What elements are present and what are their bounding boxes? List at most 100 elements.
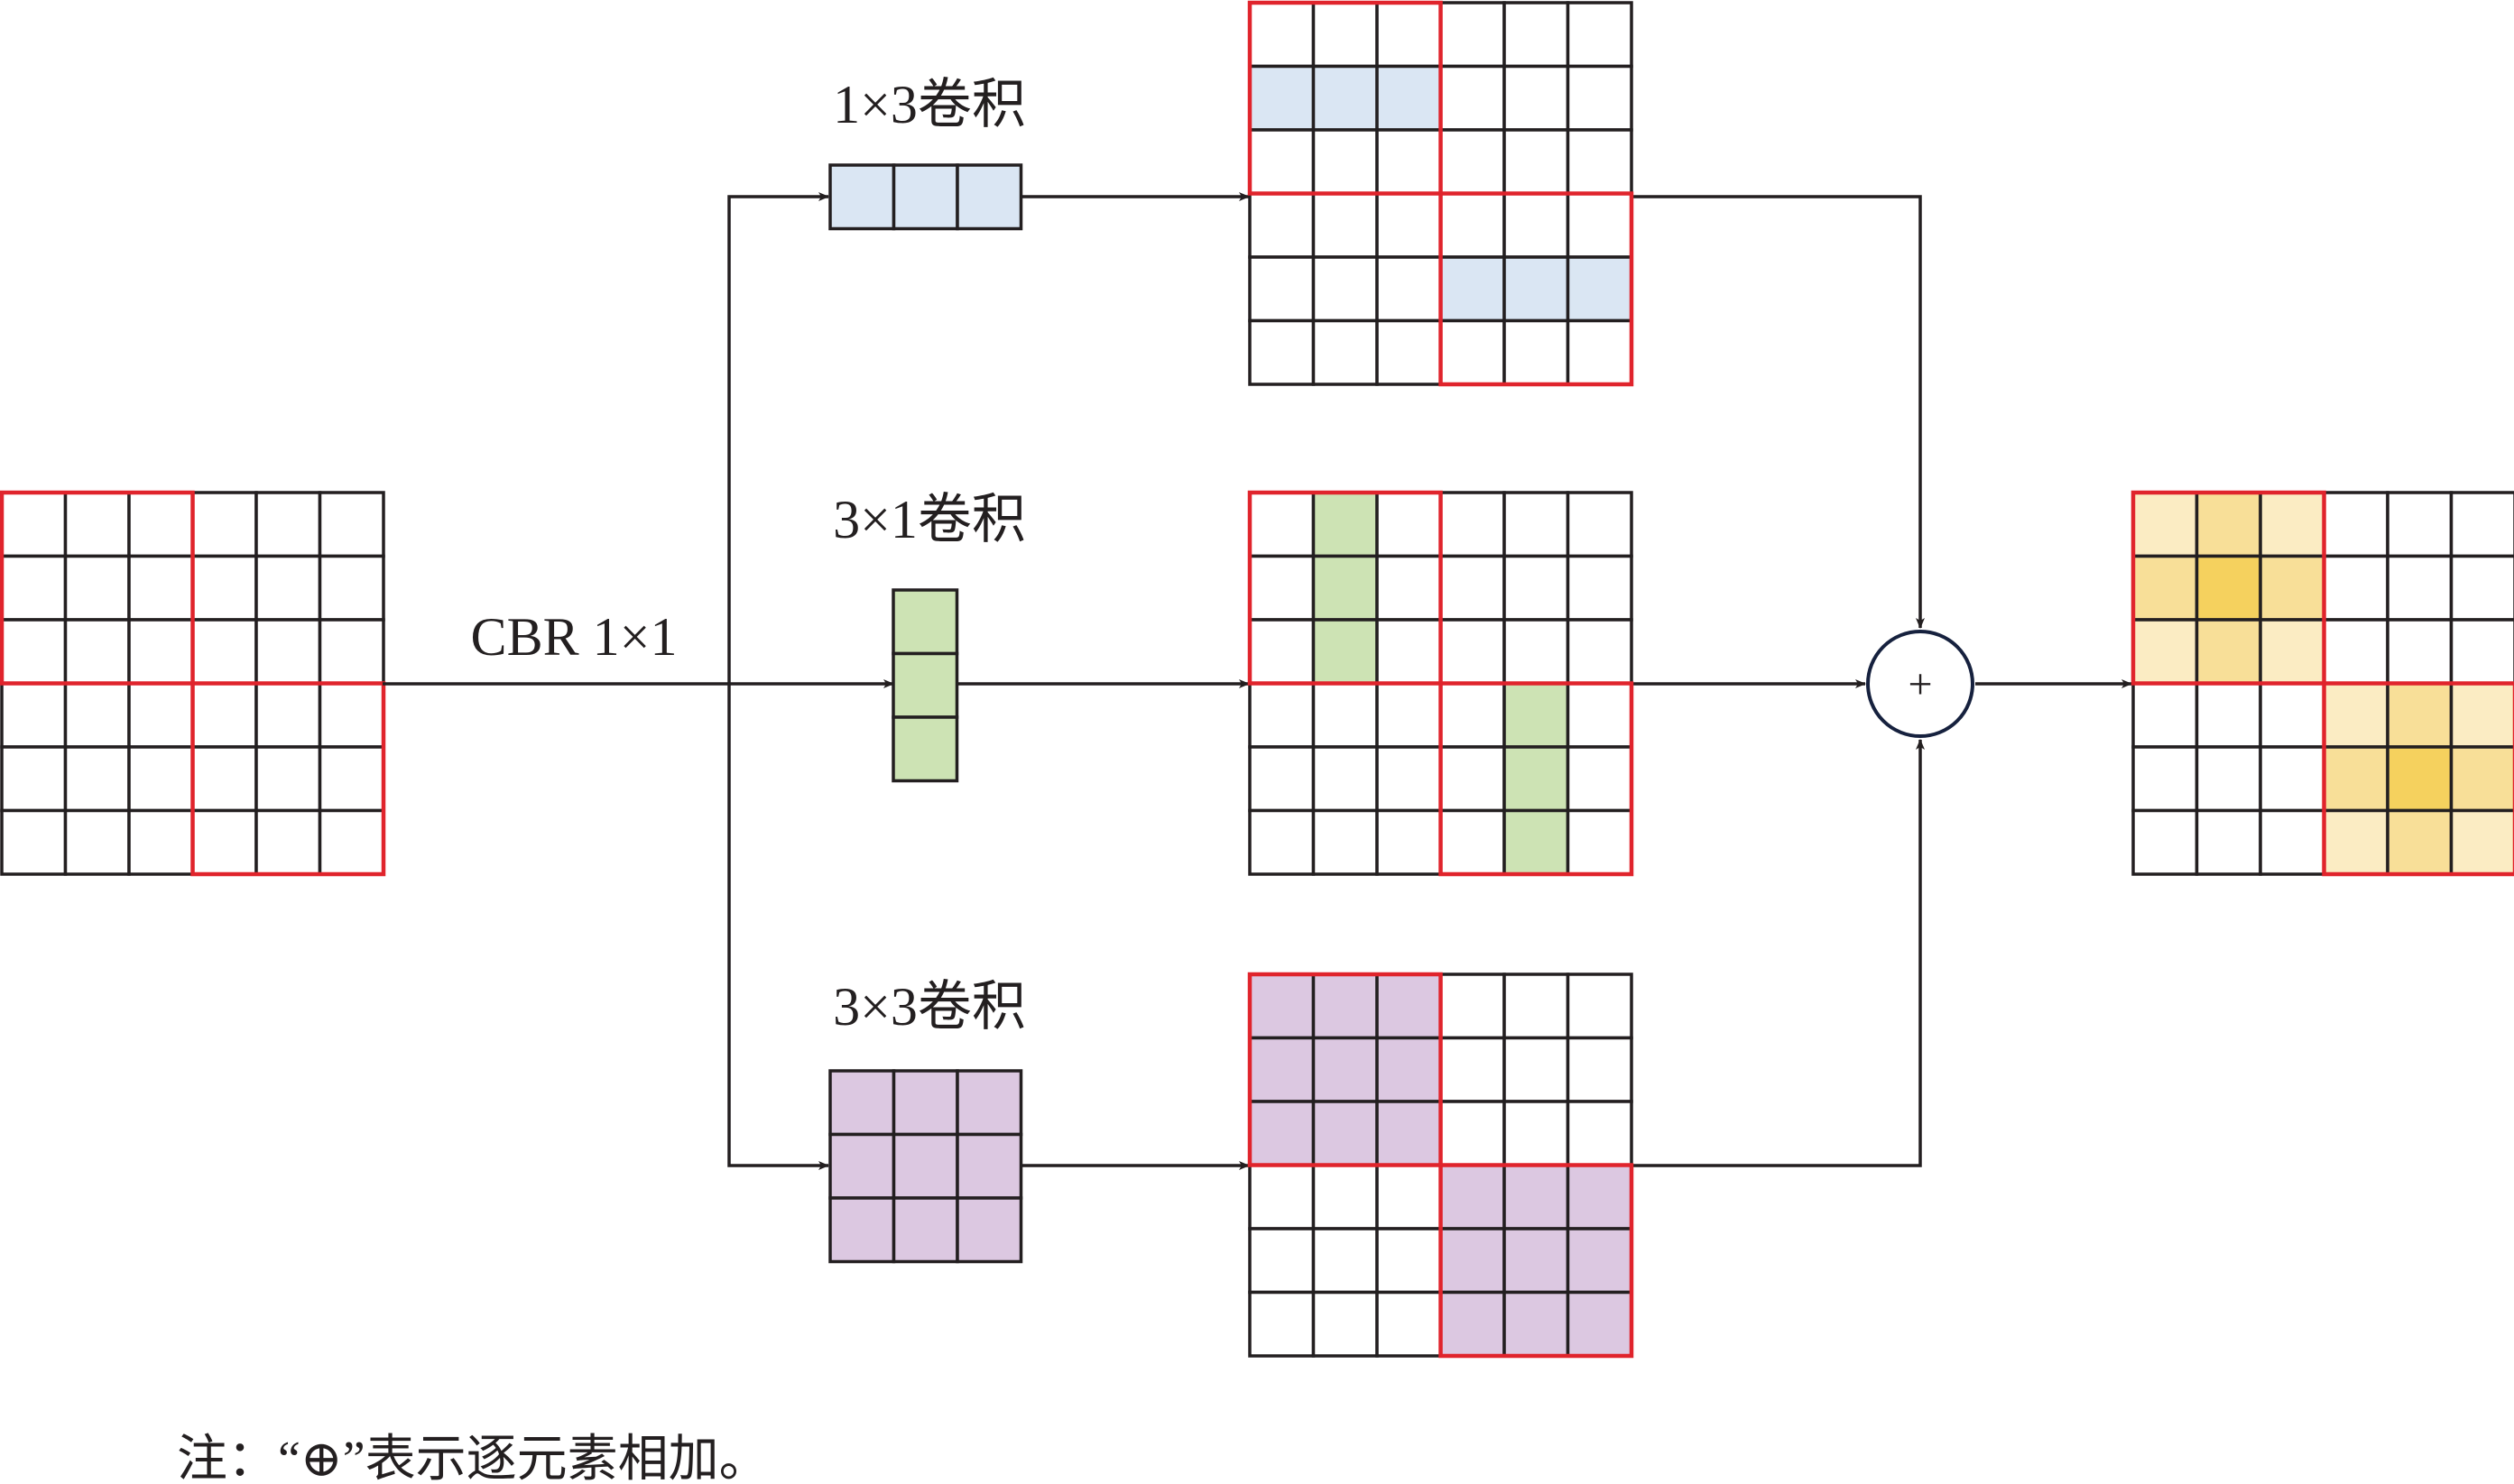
grid-cell	[1248, 491, 1316, 558]
grid-cell	[1311, 1100, 1379, 1167]
grid-cell	[1438, 255, 1506, 323]
grid-cell	[1502, 745, 1570, 813]
grid-cell	[190, 681, 258, 749]
grid-cell	[1311, 554, 1379, 622]
grid-cell	[1566, 1163, 1633, 1231]
grid-cell	[2449, 618, 2514, 686]
grid-cell	[1566, 255, 1633, 323]
grid-cell	[2131, 681, 2199, 749]
grid-cell	[2449, 745, 2514, 813]
grid-cell	[1502, 1290, 1570, 1358]
grid-cell	[0, 681, 68, 749]
grid-cell	[1566, 618, 1633, 686]
grid-cell	[1566, 972, 1633, 1040]
grid-cell	[1502, 191, 1570, 259]
grid-cell	[1438, 1036, 1506, 1103]
grid-cell	[1502, 128, 1570, 196]
grid-cell	[190, 491, 258, 558]
grid-cell	[1375, 1, 1443, 69]
grid-cell	[1248, 681, 1316, 749]
grid-cell	[1375, 1290, 1443, 1358]
grid-cell	[2449, 554, 2514, 622]
grid-cell	[1248, 1036, 1316, 1103]
grid-cell	[1375, 1163, 1443, 1231]
grid-cell	[1375, 1100, 1443, 1167]
grid-cell	[1502, 681, 1570, 749]
grid-cell	[892, 1196, 959, 1264]
grid-cell	[1566, 554, 1633, 622]
grid-cell	[1248, 191, 1316, 259]
grid-cell	[1502, 255, 1570, 323]
grid-cell	[254, 745, 322, 813]
grid-cell	[1375, 318, 1443, 386]
grid-cell	[892, 651, 959, 719]
grid-cell	[2386, 618, 2454, 686]
grid-cell	[1438, 1100, 1506, 1167]
grid-cell	[1375, 1227, 1443, 1295]
grid-cell	[1375, 618, 1443, 686]
grid-cell	[2195, 554, 2262, 622]
grid-cell	[1502, 554, 1570, 622]
grid-cell	[1438, 972, 1506, 1040]
grid-cell	[892, 588, 959, 656]
grid-cell	[2386, 681, 2454, 749]
label-conv-1x3: 1×3卷积	[833, 75, 1026, 134]
grid-cell	[1375, 255, 1443, 323]
grid-cell	[1566, 1, 1633, 69]
grid-cell	[190, 554, 258, 622]
grid-cell	[2195, 491, 2262, 558]
grid-cell	[2386, 554, 2454, 622]
grid-cell	[127, 554, 195, 622]
grid-cell	[1502, 491, 1570, 558]
grid-cell	[1311, 1, 1379, 69]
top-branch-line	[727, 192, 829, 684]
grid-cell	[2259, 681, 2326, 749]
grid-cell	[1375, 554, 1443, 622]
grid-cell	[1502, 318, 1570, 386]
label-conv-3x1: 3×1卷积	[833, 490, 1026, 549]
grid-cell	[1502, 972, 1570, 1040]
grid-cell	[63, 554, 131, 622]
grid-cell	[1438, 191, 1506, 259]
grid-cell	[0, 808, 68, 876]
window-top-left	[0, 490, 195, 686]
grid-cell	[1566, 1290, 1633, 1358]
grid-cell	[190, 745, 258, 813]
grid-cell	[1438, 554, 1506, 622]
grid-cell	[1375, 745, 1443, 813]
grid-cell	[1438, 745, 1506, 813]
grid-cell	[1566, 681, 1633, 749]
footnote: 注：“⊕”表示逐元素相加。	[177, 1432, 770, 1484]
grid-cell	[1438, 491, 1506, 558]
grid-cell	[63, 681, 131, 749]
grid-cell	[892, 163, 959, 231]
grid-cell	[956, 163, 1023, 231]
grid-cell	[1311, 128, 1379, 196]
grid-cell	[1566, 1036, 1633, 1103]
window-top-left	[2130, 490, 2326, 686]
grid-cell	[318, 618, 385, 686]
grid-cell	[318, 681, 385, 749]
grid-cell	[1438, 64, 1506, 132]
grid-cell	[63, 618, 131, 686]
grid-cell	[1248, 255, 1316, 323]
kernel-1x3	[828, 163, 1023, 231]
grid-cell	[318, 554, 385, 622]
grid-cell	[1502, 64, 1570, 132]
grid-cell	[1311, 64, 1379, 132]
grid-cell	[2449, 808, 2514, 876]
grid-cell	[254, 681, 322, 749]
grid-cell	[1438, 128, 1506, 196]
grid-cell	[2195, 745, 2262, 813]
grid-cell	[1311, 255, 1379, 323]
grid-cell	[1502, 1, 1570, 69]
window-bottom-right	[1438, 681, 1634, 877]
grid-cell	[1375, 681, 1443, 749]
grid-cell	[127, 681, 195, 749]
grid-cell	[63, 808, 131, 876]
grid-cell	[0, 745, 68, 813]
grid-cell	[956, 1132, 1023, 1200]
grid-cell	[1502, 1163, 1570, 1231]
grid-cell	[254, 808, 322, 876]
grid-cell	[1502, 808, 1570, 876]
